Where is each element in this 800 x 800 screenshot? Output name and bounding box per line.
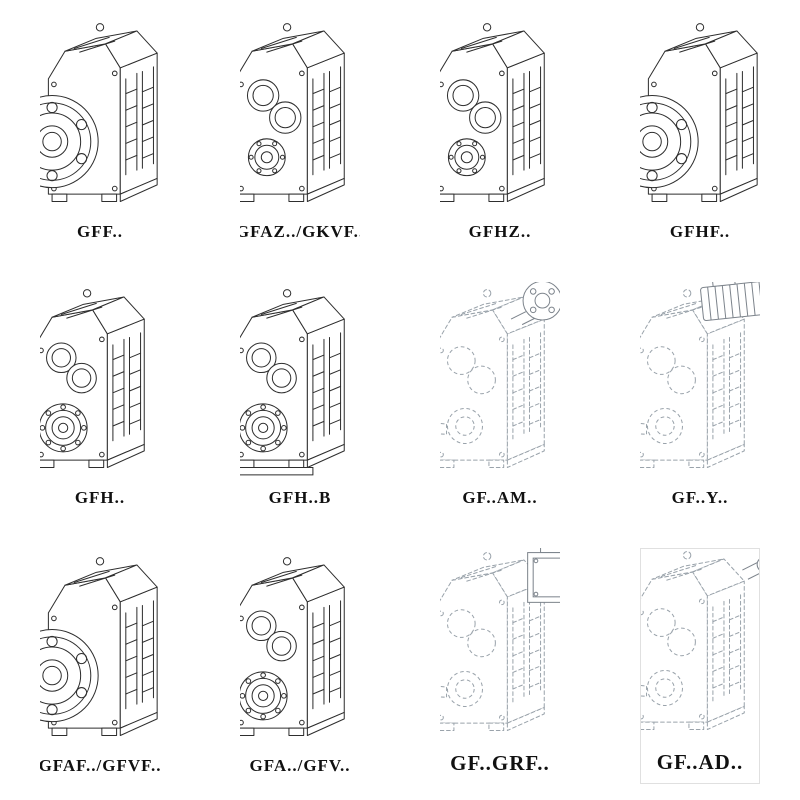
- gearbox-cell-gfaz-gkvf: GFAZ../GKVF..: [240, 16, 360, 250]
- gearbox-cell-gf-ad: GF..AD..: [640, 548, 760, 784]
- gearbox-cell-gfh: GFH..: [40, 282, 160, 516]
- model-label: GFAZ../GKVF..: [240, 222, 360, 241]
- gearbox-cell-gf-y: GF..Y..: [640, 282, 760, 516]
- gearbox-drawing: [240, 16, 360, 219]
- model-label: GF..AD..: [656, 750, 744, 774]
- gearbox-cell-gf-am: GF..AM..: [440, 282, 560, 516]
- model-label: GF..Y..: [671, 488, 729, 507]
- model-label: GF..GRF..: [450, 751, 550, 775]
- model-label: GFHF..: [669, 222, 731, 241]
- gearbox-drawing: [440, 282, 560, 485]
- model-label: GF..AM..: [462, 488, 538, 507]
- gearbox-cell-gfaf-gfvf: GFAF../GFVF..: [40, 548, 160, 784]
- gearbox-drawing: [440, 548, 560, 748]
- gearbox-cell-gfhf: GFHF..: [640, 16, 760, 250]
- gearbox-cell-gff: GFF..: [40, 16, 160, 250]
- model-label: GFA../GFV..: [249, 756, 351, 775]
- model-label: GFF..: [77, 222, 123, 241]
- gearbox-cell-gfa-gfv: GFA../GFV..: [240, 548, 360, 784]
- gearbox-drawing: [40, 16, 160, 219]
- gearbox-drawing: [240, 548, 360, 753]
- model-label: GFAF../GFVF..: [40, 756, 160, 775]
- gearbox-cell-gf-grf: GF..GRF..: [440, 548, 560, 784]
- gearbox-drawing: [640, 16, 760, 219]
- gearbox-drawing: [40, 282, 160, 485]
- model-label: GFHZ..: [468, 222, 532, 241]
- gearbox-drawing: [640, 282, 760, 485]
- gearbox-drawing: [40, 548, 160, 753]
- gearbox-cell-gfh-b: GFH..B: [240, 282, 360, 516]
- gearbox-drawing: [440, 16, 560, 219]
- gearbox-drawing: [240, 282, 360, 485]
- model-label: GFH..B: [268, 488, 332, 507]
- gearbox-drawing: [640, 548, 760, 747]
- gearbox-cell-gfhz: GFHZ..: [440, 16, 560, 250]
- model-label: GFH..: [74, 488, 126, 507]
